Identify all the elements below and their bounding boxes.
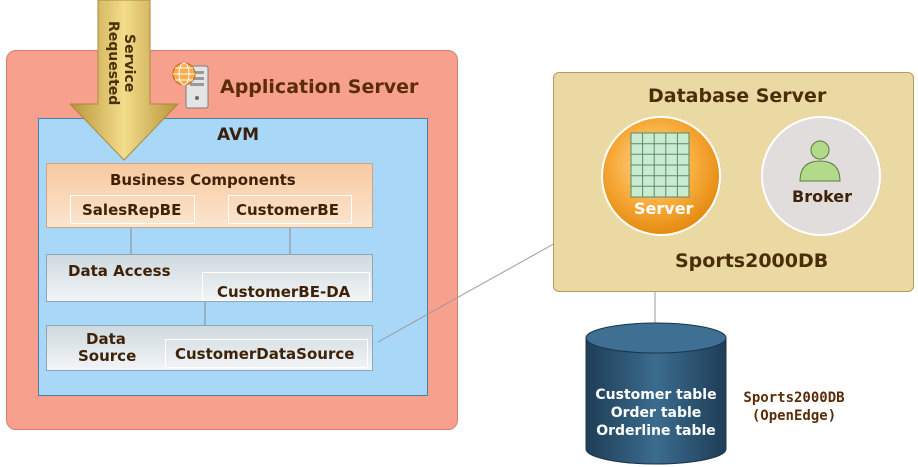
orderline-table-label: Orderline table xyxy=(596,423,716,439)
database-grid-icon xyxy=(630,132,690,198)
service-requested-line2: Requested xyxy=(105,20,121,106)
salesrepbe-box xyxy=(70,195,195,224)
data-source-box xyxy=(46,325,373,371)
broker-label: Broker xyxy=(792,187,853,206)
data-source-title-line2: Source xyxy=(78,347,137,365)
data-source-title-line1: Data xyxy=(86,330,126,348)
customerdatasource-label: CustomerDataSource xyxy=(175,345,355,363)
application-server-icon xyxy=(172,62,209,109)
server-node xyxy=(601,116,721,236)
server-label: Server xyxy=(634,199,694,218)
database-caption-name: Sports2000DB xyxy=(743,390,845,406)
order-table-label: Order table xyxy=(610,405,702,421)
user-icon xyxy=(799,140,841,182)
data-access-box xyxy=(46,254,373,302)
broker-node xyxy=(761,116,881,236)
customerdatasource-box xyxy=(165,339,368,368)
database-server-title: Database Server xyxy=(648,85,827,107)
business-components-title: Business Components xyxy=(110,171,296,189)
database-caption: Sports2000DB (OpenEdge) xyxy=(736,389,852,425)
service-request-arrow xyxy=(70,0,180,161)
customerbe-label: CustomerBE xyxy=(236,201,339,219)
salesrepbe-label: SalesRepBE xyxy=(82,201,182,219)
customer-table-label: Customer table xyxy=(595,387,717,403)
application-server-title: Application Server xyxy=(220,76,419,98)
database-cylinder xyxy=(585,322,727,465)
database-caption-type: (OpenEdge) xyxy=(751,408,837,424)
database-name-label: Sports2000DB xyxy=(675,250,829,272)
customerbe-da-label: CustomerBE-DA xyxy=(217,283,351,301)
customerbe-da-box xyxy=(202,272,370,301)
avm-title: AVM xyxy=(217,125,260,145)
service-requested-line1: Service xyxy=(121,33,137,93)
database-tables: Customer table Order table Orderline tab… xyxy=(586,386,726,440)
data-access-title: Data Access xyxy=(68,262,171,280)
customerbe-box xyxy=(228,195,352,224)
